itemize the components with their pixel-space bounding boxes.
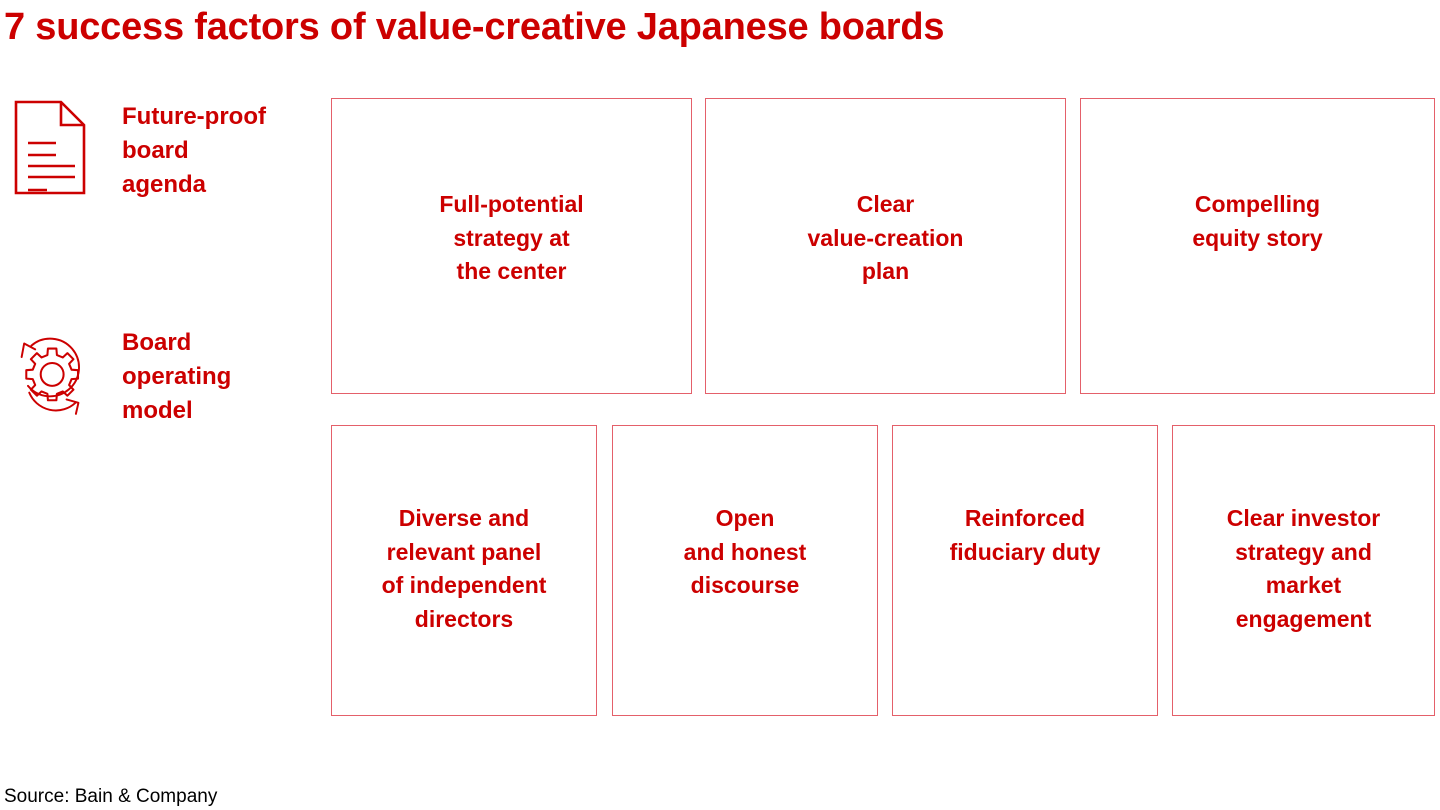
factor-box[interactable]: Compelling equity story (1080, 98, 1435, 394)
source-note: Source: Bain & Company (4, 786, 218, 807)
gear-refresh-icon (0, 326, 92, 422)
category-group-future-proof-board-agenda: Future-proof board agenda (0, 100, 266, 202)
factor-box-label: Clear value-creation plan (807, 191, 964, 284)
factor-row-board-operating-model: Diverse and relevant panel of independen… (0, 425, 1440, 716)
document-icon (0, 100, 92, 195)
factor-box-label: Clear investor strategy and market engag… (1226, 505, 1381, 632)
factor-box-label: Compelling equity story (1192, 191, 1323, 251)
factor-box-label: Full-potential strategy at the center (439, 191, 584, 284)
factor-box[interactable]: Full-potential strategy at the center (331, 98, 692, 394)
factor-box-label: Open and honest discourse (683, 505, 807, 598)
factor-box-label: Reinforced fiduciary duty (949, 505, 1101, 565)
category-label-future-proof-board-agenda: Future-proof board agenda (122, 103, 266, 198)
page-title: 7 success factors of value-creative Japa… (4, 6, 945, 48)
factor-box[interactable]: Clear value-creation plan (705, 98, 1066, 394)
factor-row-future-proof-board-agenda: Full-potential strategy at the center Cl… (0, 98, 1440, 394)
category-label-board-operating-model: Board operating model (122, 329, 232, 424)
factor-box[interactable]: Open and honest discourse (612, 425, 878, 716)
factor-box[interactable]: Diverse and relevant panel of independen… (331, 425, 597, 716)
factor-box[interactable]: Clear investor strategy and market engag… (1172, 425, 1435, 716)
category-group-board-operating-model: Board operating model (0, 326, 231, 428)
factor-box[interactable]: Reinforced fiduciary duty (892, 425, 1158, 716)
factor-box-label: Diverse and relevant panel of independen… (381, 505, 547, 632)
